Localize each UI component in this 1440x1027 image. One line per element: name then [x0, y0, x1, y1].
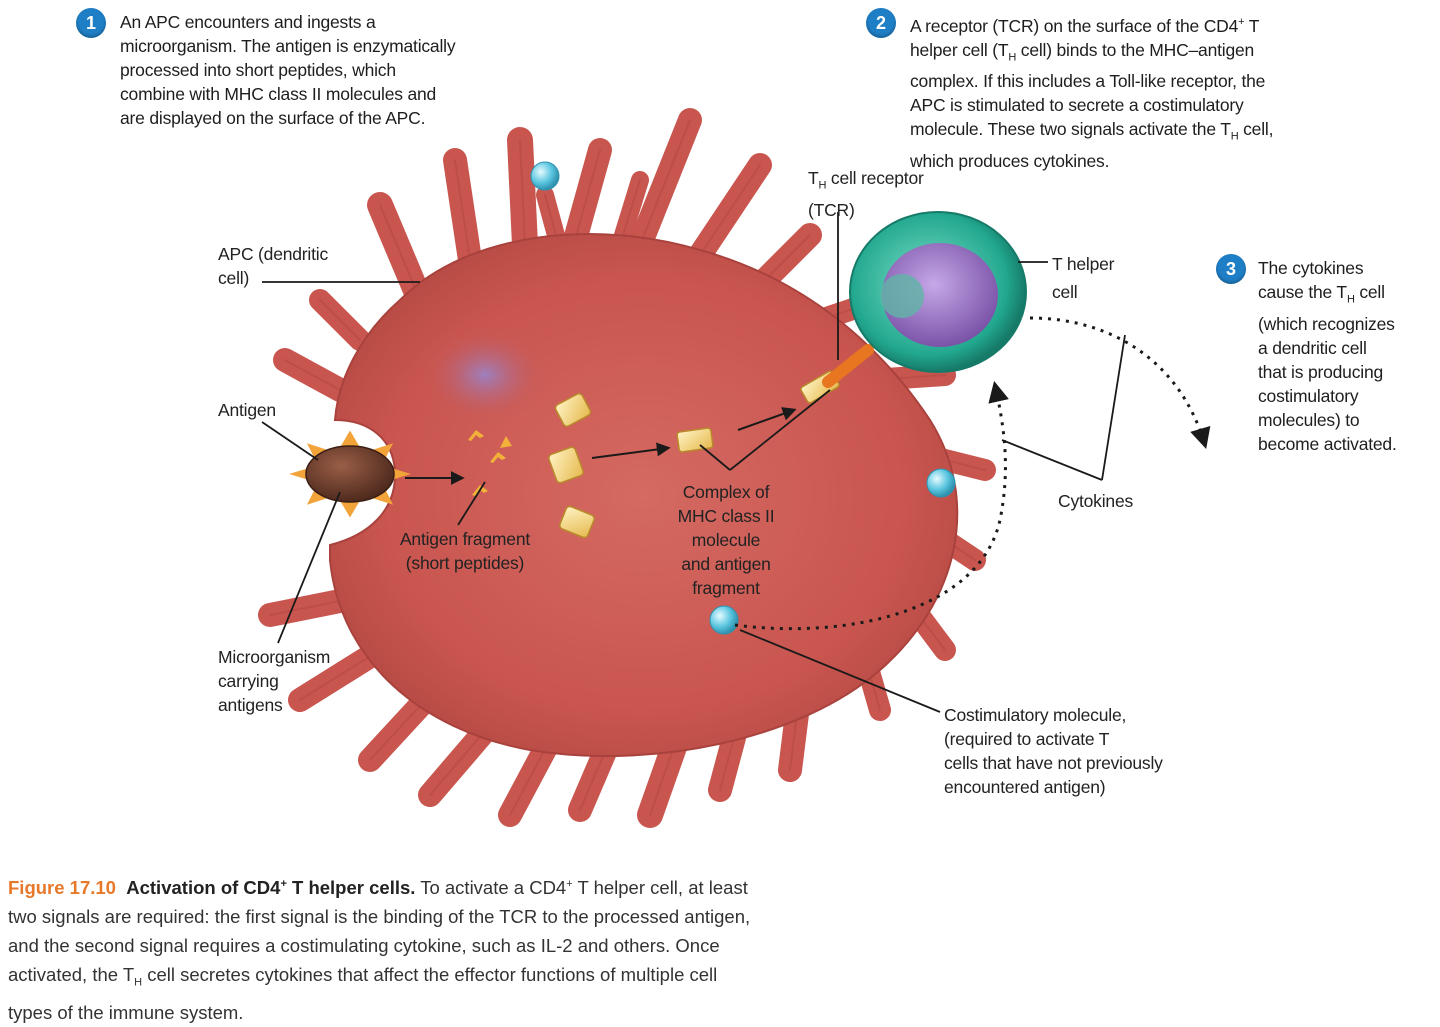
apc-process-edge: [699, 164, 761, 256]
label-apc: APC (dendritic cell): [218, 244, 329, 288]
apc-process-edge: [269, 599, 346, 616]
apc-process-edge: [454, 159, 471, 261]
apc-process-edge: [519, 139, 526, 246]
costimulatory-molecules: [530, 161, 956, 635]
step-1-badge: 1: [76, 8, 106, 38]
label-cytokines: Cytokines: [1058, 491, 1134, 511]
apc-process-edge: [379, 204, 421, 301]
figure-title: Activation of CD4+ T helper cells.: [126, 877, 416, 899]
figure-number: Figure 17.10: [8, 877, 116, 899]
t-helper-cell: [849, 211, 1027, 373]
label-tcr: TH cell receptor (TCR): [808, 168, 924, 220]
process-arrows: [405, 407, 797, 485]
label-costimulatory: Costimulatory molecule, (required to act…: [944, 705, 1163, 797]
figure-caption: Figure 17.10 Activation of CD4+ T helper…: [8, 877, 751, 1023]
antigen-fragments: [468, 430, 512, 496]
microorganism: [289, 430, 411, 518]
label-antigen: Antigen: [218, 400, 276, 420]
apc-nucleus: [423, 327, 547, 423]
label-t-helper-cell: T helper cell: [1052, 254, 1115, 302]
tcr-stalk: [822, 344, 874, 388]
step-2-badge: 2: [866, 8, 896, 38]
apc-process-edge: [284, 359, 341, 391]
step-1-text: An APC encounters and ingests a microorg…: [120, 12, 456, 128]
step-2-text: A receptor (TCR) on the surface of the C…: [910, 15, 1274, 171]
label-antigen-fragment: Antigen fragment (short peptides): [399, 529, 531, 573]
apc-process-edge: [299, 649, 381, 701]
apc-dendritic-cell: [258, 108, 996, 828]
step-3-badge: 3: [1216, 254, 1246, 284]
mhc-peptide-complexes: [548, 370, 840, 539]
label-mhc-complex: Complex of MHC class II molecule and ant…: [677, 482, 775, 598]
cytokine-paths: [734, 316, 1211, 631]
apc-process-edge: [574, 149, 601, 241]
apc-process-edge: [619, 179, 641, 246]
apc-process-edge: [319, 299, 361, 341]
label-microorganism: Microorganism carrying antigens: [218, 647, 331, 715]
leader-lines: [261, 212, 1126, 713]
step-3-text: The cytokines cause the TH cell (which r…: [1258, 258, 1397, 454]
apc-process-edge: [639, 119, 691, 246]
